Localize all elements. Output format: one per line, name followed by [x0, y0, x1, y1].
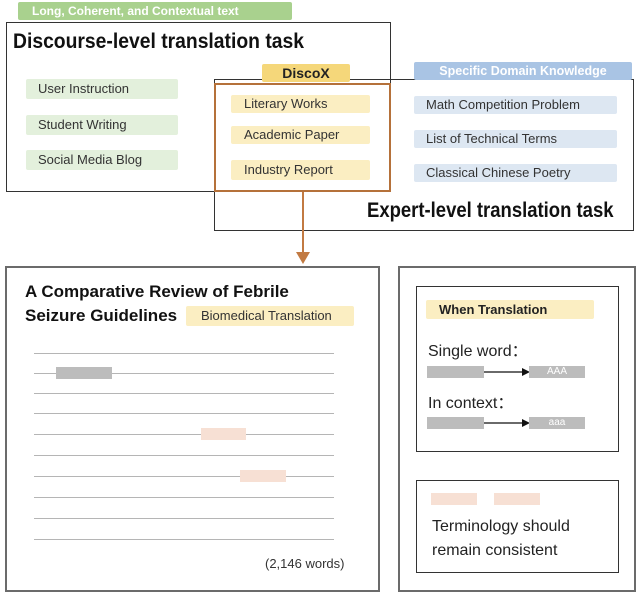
- discox-label: DiscoX: [262, 64, 350, 82]
- expert-item-classical-poetry: Classical Chinese Poetry: [414, 164, 617, 182]
- expert-item-math-competition: Math Competition Problem: [414, 96, 617, 114]
- target-term-bar: aaa: [529, 417, 585, 429]
- blue-banner: Specific Domain Knowledge: [414, 62, 632, 80]
- peach-term-highlight: [201, 428, 246, 440]
- discox-item-academic-paper: Academic Paper: [231, 126, 370, 144]
- discourse-item-user-instruction: User Instruction: [26, 79, 178, 99]
- text-line: [34, 434, 334, 435]
- right-panel: [398, 266, 636, 592]
- word-count: (2,146 words): [265, 556, 345, 571]
- translation-box: [416, 286, 619, 452]
- text-line: [34, 476, 334, 477]
- text-line: [34, 497, 334, 498]
- text-line: [34, 353, 334, 354]
- peach-term-highlight: [431, 493, 477, 505]
- text-line: [34, 455, 334, 456]
- peach-term-highlight: [240, 470, 286, 482]
- text-line: [34, 518, 334, 519]
- single-word-label: Single word：: [428, 343, 528, 360]
- discox-box: [214, 83, 391, 192]
- source-term-bar: [427, 366, 484, 378]
- document-title-line2: Seizure Guidelines: [25, 306, 178, 325]
- gray-term-highlight: [56, 367, 112, 379]
- text-line: [34, 539, 334, 540]
- target-term-bar: AAA: [529, 366, 585, 378]
- discourse-title: Discourse-level translation task: [13, 30, 304, 53]
- peach-term-highlight: [494, 493, 540, 505]
- text-line: [34, 413, 334, 414]
- text-line: [34, 373, 334, 374]
- domain-tag: Biomedical Translation: [186, 306, 354, 326]
- source-term-bar: [427, 417, 484, 429]
- when-translation-label: When Translation: [426, 300, 594, 319]
- connector-arrow: [296, 192, 310, 264]
- document-panel: [5, 266, 380, 592]
- terminology-text-line1: Terminology should: [432, 518, 570, 535]
- terminology-text-line2: remain consistent: [432, 542, 558, 559]
- text-line: [34, 393, 334, 394]
- discox-item-literary-works: Literary Works: [231, 95, 370, 113]
- document-title-line1: A Comparative Review of Febrile: [25, 282, 289, 301]
- expert-title: Expert-level translation task: [367, 199, 614, 222]
- discourse-item-social-media-blog: Social Media Blog: [26, 150, 178, 170]
- terminology-box: [416, 480, 619, 573]
- arrow-icon: [484, 419, 530, 427]
- green-banner: Long, Coherent, and Contextual text: [18, 2, 292, 20]
- in-context-label: In context：: [428, 395, 514, 412]
- arrow-icon: [484, 368, 530, 376]
- discourse-item-student-writing: Student Writing: [26, 115, 178, 135]
- discox-item-industry-report: Industry Report: [231, 160, 370, 180]
- expert-item-technical-terms: List of Technical Terms: [414, 130, 617, 148]
